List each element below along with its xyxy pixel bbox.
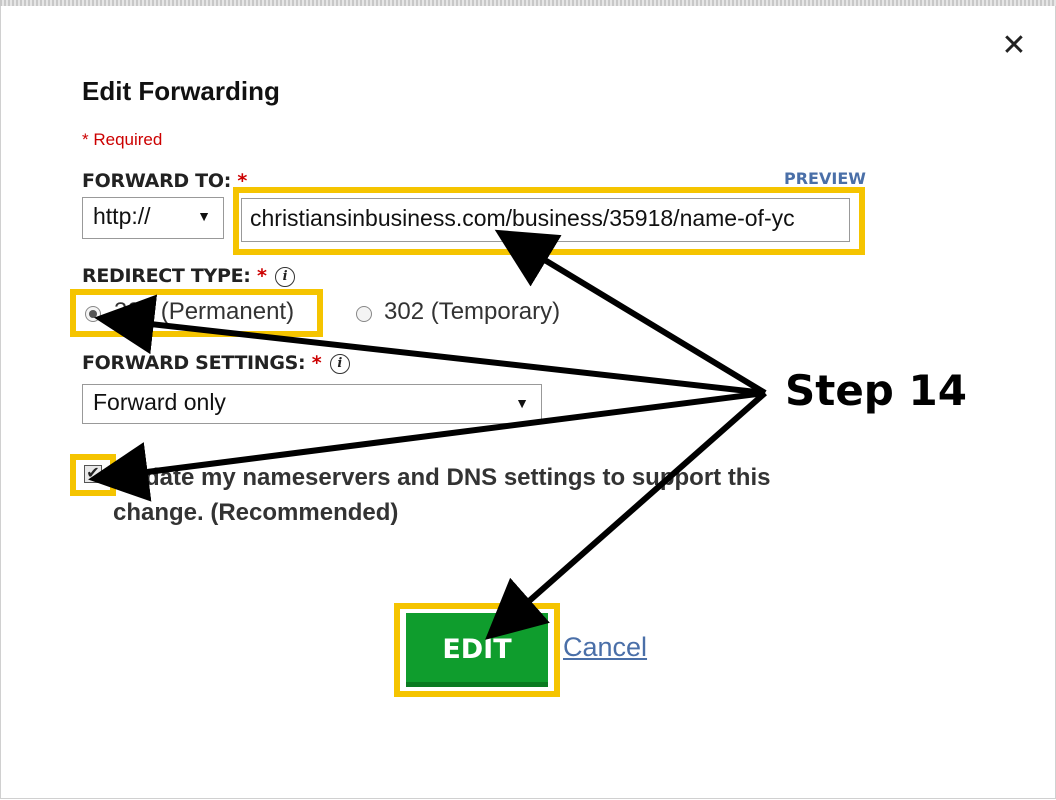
edit-button[interactable]: EDIT <box>406 613 548 687</box>
edit-highlight-box <box>394 603 560 697</box>
protocol-select-value: http:// <box>93 203 151 229</box>
forward-to-label: FORWARD TO: * <box>82 170 247 192</box>
step-annotation-label: Step 14 <box>785 366 967 415</box>
forward-settings-label: FORWARD SETTINGS: * i <box>82 352 350 374</box>
dns-checkbox-label: Update my nameservers and DNS settings t… <box>113 464 771 526</box>
redirect-type-label: REDIRECT TYPE: * i <box>82 265 295 287</box>
url-highlight-box <box>233 187 865 255</box>
forward-to-label-text: FORWARD TO: <box>82 170 231 192</box>
radio-302-temporary[interactable] <box>356 306 372 322</box>
protocol-select[interactable]: http:// ▼ <box>82 197 224 239</box>
checkbox-highlight-box <box>70 454 116 496</box>
required-star: * <box>237 170 247 192</box>
info-icon[interactable]: i <box>329 353 350 374</box>
dropdown-caret-icon: ▼ <box>515 395 529 411</box>
preview-link[interactable]: PREVIEW <box>784 169 866 188</box>
redirect-301-highlight-box <box>70 289 323 337</box>
forward-settings-label-text: FORWARD SETTINGS: <box>82 352 306 374</box>
forward-settings-value: Forward only <box>93 389 226 415</box>
required-star: * <box>311 352 322 374</box>
cancel-link[interactable]: Cancel <box>563 632 648 662</box>
required-note: * Required <box>82 130 163 149</box>
window-top-border <box>0 0 1056 6</box>
forward-settings-select[interactable]: Forward only ▼ <box>82 384 542 424</box>
redirect-type-label-text: REDIRECT TYPE: <box>82 265 251 287</box>
dropdown-caret-icon: ▼ <box>197 208 211 224</box>
dialog-title: Edit Forwarding <box>82 76 280 106</box>
info-icon[interactable]: i <box>274 266 295 287</box>
radio-302-label: 302 (Temporary) <box>384 298 561 325</box>
required-star: * <box>256 265 267 287</box>
close-icon[interactable]: ✕ <box>1001 29 1027 62</box>
